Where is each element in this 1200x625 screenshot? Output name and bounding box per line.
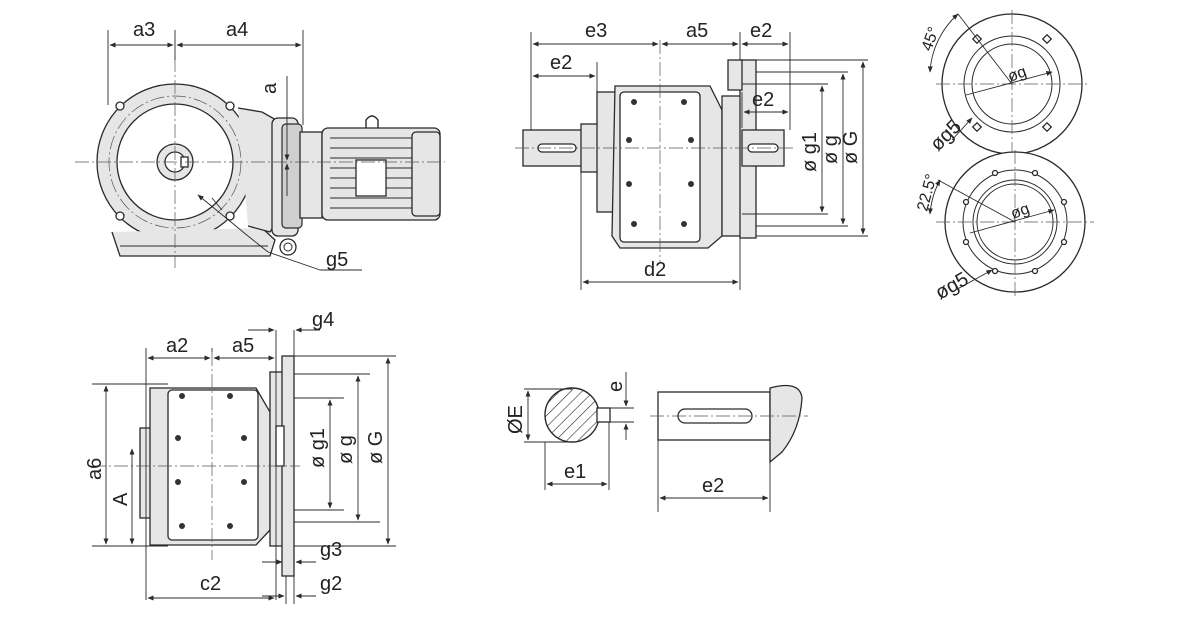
label-e: e: [605, 381, 627, 392]
label-a3: a3: [133, 19, 155, 41]
label-phi-g-flange2: øg: [1009, 200, 1032, 222]
label-phi-E: ØE: [505, 405, 527, 434]
shaft-side-view: e2: [650, 384, 808, 512]
flange-view-45: 45° øg øg5: [919, 10, 1090, 158]
shaft-cross-section: ØE e e1: [505, 372, 634, 490]
label-g2: g2: [320, 573, 342, 595]
front-view: a3 a4 a g5: [75, 19, 445, 271]
label-phi-g-bottom: ø g: [335, 435, 357, 464]
label-phi-g-top: ø g: [820, 135, 842, 164]
label-phi-g1-top: ø g1: [799, 132, 821, 172]
label-A: A: [110, 492, 132, 506]
label-d2: d2: [644, 259, 666, 281]
label-phi-G-bottom: ø G: [365, 431, 387, 464]
label-e1: e1: [564, 461, 586, 483]
label-a: a: [259, 82, 281, 94]
label-g4: g4: [312, 309, 334, 331]
label-a2: a2: [166, 335, 188, 357]
label-g3: g3: [320, 539, 342, 561]
flange-side-view: g4 a2 a5 a6 A ø g1 ø g ø G g3 c2 g2: [84, 309, 396, 604]
label-e2-shaft: e2: [702, 475, 724, 497]
label-g5-front: g5: [326, 249, 348, 271]
label-c2: c2: [200, 573, 221, 595]
label-e2-inner: e2: [752, 89, 774, 111]
label-a4: a4: [226, 19, 248, 41]
label-phi-G-top: ø G: [840, 131, 862, 164]
label-phi-g-flange1: øg: [1006, 63, 1029, 85]
flange-view-22-5: 22.5° øg øg5: [914, 150, 1094, 304]
label-phi-g1-bottom: ø g1: [307, 428, 329, 468]
label-22-5deg: 22.5°: [914, 172, 940, 213]
label-phi-g5-flange2: øg5: [932, 268, 973, 304]
label-a5-top: a5: [686, 20, 708, 42]
side-view: e3 a5 e2 e2 e2 ø g1 ø g ø G d2: [515, 20, 868, 290]
label-45deg: 45°: [919, 25, 943, 54]
label-e2-top-left: e2: [550, 52, 572, 74]
label-e3: e3: [585, 20, 607, 42]
label-e2-top-right: e2: [750, 20, 772, 42]
label-a5-bottom: a5: [232, 335, 254, 357]
label-a6: a6: [84, 458, 106, 480]
